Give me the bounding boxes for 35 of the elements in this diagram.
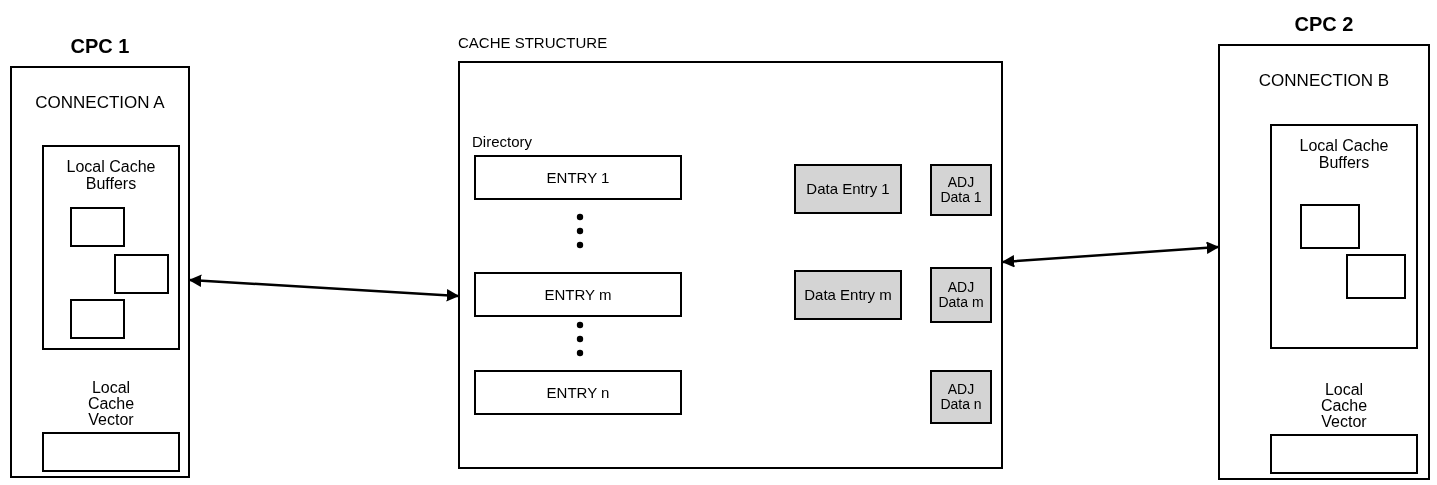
directory-entry-box <box>474 370 682 415</box>
buffer-box <box>1346 254 1406 299</box>
box-label: ADJ Data 1 <box>939 173 983 207</box>
buffer-group-box <box>42 145 180 350</box>
box-label: ENTRY n <box>545 382 611 403</box>
section-label: Directory <box>472 132 532 152</box>
adj-data-box <box>930 370 992 424</box>
box-label: Data Entry m <box>803 285 893 306</box>
data-entry-box <box>794 270 902 320</box>
box-label: ENTRY 1 <box>545 167 611 188</box>
directory-entry-box <box>474 155 682 200</box>
section-label: CONNECTION A <box>34 94 166 112</box>
buffer-box <box>70 207 125 247</box>
section-label: Local Cache Buffers <box>1298 138 1390 172</box>
box-label: ADJ Data m <box>937 278 985 312</box>
box-label: ADJ Data n <box>939 380 983 414</box>
vector-box-group <box>1270 382 1418 474</box>
directory-entry-box <box>474 272 682 317</box>
data-entry-box <box>794 164 902 214</box>
panel-title: Local Cache Vector <box>86 380 136 428</box>
panel-title: Local Cache Vector <box>1319 382 1369 430</box>
box-label: Data Entry 1 <box>805 179 891 200</box>
section-label: CONNECTION B <box>1257 72 1391 90</box>
adj-data-box <box>930 164 992 216</box>
buffer-group-box <box>1270 124 1418 349</box>
buffer-box <box>114 254 169 294</box>
box-label: ENTRY m <box>543 284 613 305</box>
section-label: Local Cache Buffers <box>65 159 157 193</box>
vector-box-group <box>42 380 180 472</box>
buffer-box <box>70 299 125 339</box>
panel-title: CACHE STRUCTURE <box>458 35 608 50</box>
panel-title: CPC 2 <box>1293 14 1355 34</box>
panel-title: CPC 1 <box>69 36 131 56</box>
adj-data-box <box>930 267 992 323</box>
buffer-box <box>1300 204 1360 249</box>
